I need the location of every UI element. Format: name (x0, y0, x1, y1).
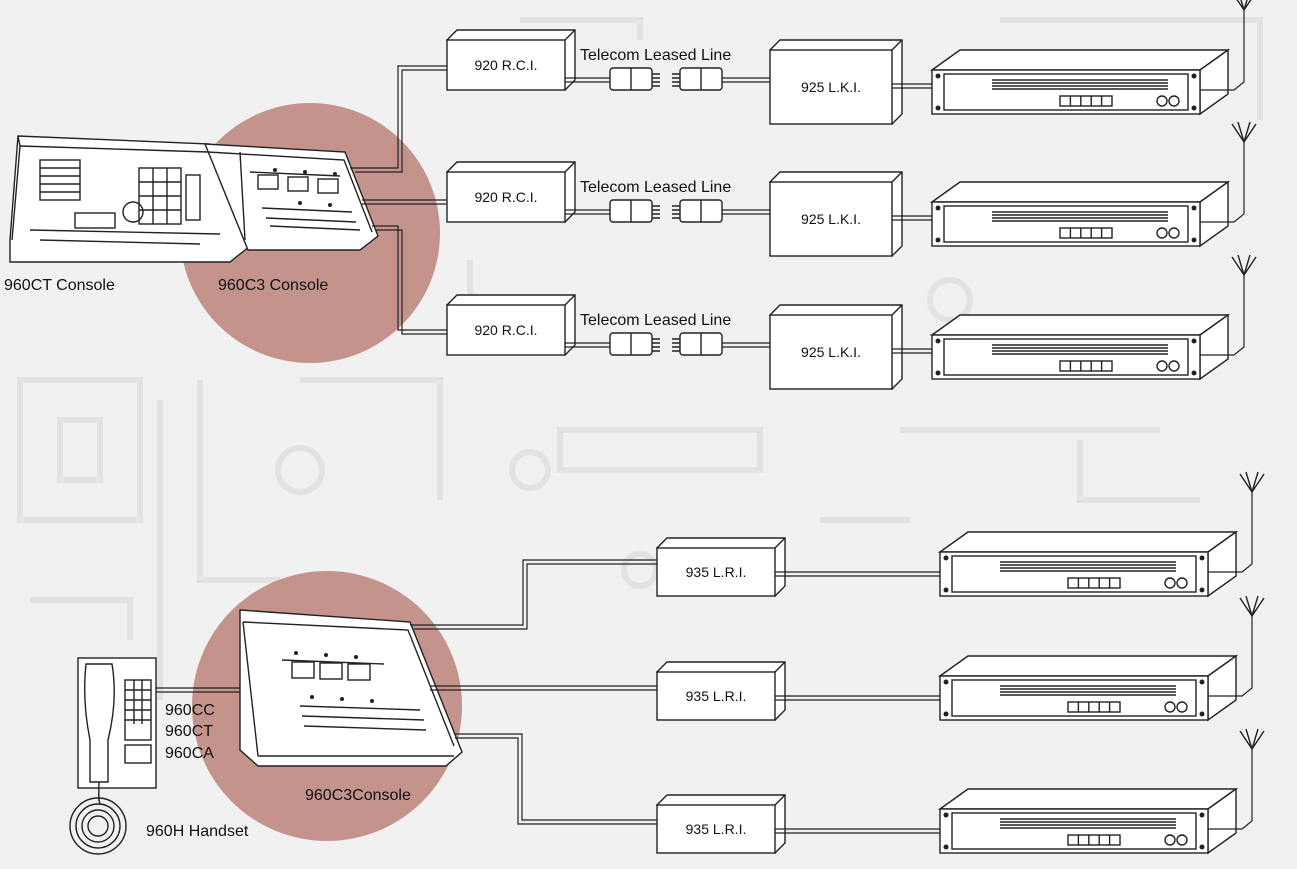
connector-right-2 (679, 199, 723, 223)
lri-box-2-label: 935 L.R.I. (686, 688, 747, 704)
radio-unit-top-1 (929, 0, 1252, 116)
top-link-1: 920 R.C.I. Telecom Leased Line 925 L.K.I. (445, 0, 1252, 125)
label-960c3console: 960C3Console (305, 787, 411, 804)
lri-box-3-label: 935 L.R.I. (686, 821, 747, 837)
leased-line-label-3: Telecom Leased Line (580, 312, 731, 329)
radio-unit-bottom-2 (937, 595, 1265, 722)
leased-line-label-2: Telecom Leased Line (580, 179, 731, 196)
radio-unit-bottom-3 (937, 728, 1265, 855)
bottom-link-2: 935 L.R.I. (655, 595, 1265, 722)
lki-box-3-label: 925 L.K.I. (801, 344, 861, 360)
bottom-system: 960H Handset 960CC 960CT 960CA 960C3Cons… (69, 471, 1265, 855)
console-960c3 (203, 143, 379, 251)
label-960c3-console: 960C3 Console (218, 277, 328, 294)
lki-box-2: 925 L.K.I. (768, 171, 903, 257)
lri-box-3: 935 L.R.I. (655, 794, 786, 854)
top-link-2: 920 R.C.I. Telecom Leased Line 925 L.K.I. (445, 121, 1257, 257)
lri-box-1: 935 L.R.I. (655, 537, 786, 597)
option-960ca: 960CA (165, 745, 214, 762)
rci-box-3: 920 R.C.I. (445, 294, 576, 356)
lki-box-1-label: 925 L.K.I. (801, 79, 861, 95)
console-960c3-bottom (239, 609, 463, 767)
bottom-link-3: 935 L.R.I. (655, 728, 1265, 855)
connector-left-1 (609, 67, 653, 91)
connector-right-3 (679, 332, 723, 356)
handset-960h (69, 657, 157, 855)
rci-box-1-label: 920 R.C.I. (474, 57, 537, 73)
radio-unit-top-2 (929, 121, 1257, 248)
label-960ct-console: 960CT Console (4, 277, 115, 294)
option-960cc: 960CC (165, 702, 215, 719)
lri-box-2: 935 L.R.I. (655, 661, 786, 721)
rci-box-3-label: 920 R.C.I. (474, 322, 537, 338)
connector-left-2 (609, 199, 653, 223)
connector-right-1 (679, 67, 723, 91)
radio-unit-top-3 (929, 254, 1257, 381)
lki-box-1: 925 L.K.I. (768, 39, 903, 125)
option-960ct: 960CT (165, 723, 213, 740)
label-960h-handset: 960H Handset (146, 823, 249, 840)
rci-box-2: 920 R.C.I. (445, 161, 576, 223)
leased-line-label-1: Telecom Leased Line (580, 47, 731, 64)
connector-left-3 (609, 332, 653, 356)
top-system: 960CT Console 960C3 Console 920 R.C.I. Te… (4, 0, 1257, 390)
radio-unit-bottom-1 (937, 471, 1265, 598)
bottom-link-1: 935 L.R.I. (655, 471, 1265, 598)
rci-box-1: 920 R.C.I. (445, 29, 576, 91)
lki-box-3: 925 L.K.I. (768, 304, 903, 390)
lki-box-2-label: 925 L.K.I. (801, 211, 861, 227)
lri-box-1-label: 935 L.R.I. (686, 564, 747, 580)
top-link-3: 920 R.C.I. Telecom Leased Line 925 L.K.I. (445, 254, 1257, 390)
rci-box-2-label: 920 R.C.I. (474, 189, 537, 205)
